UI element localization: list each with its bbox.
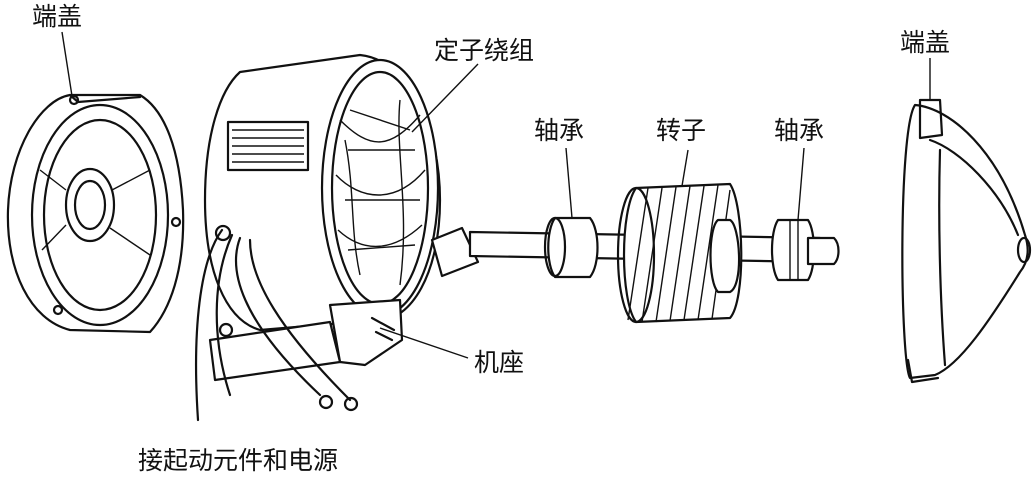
left-end-cover — [6, 93, 185, 334]
leader-stator-winding — [411, 63, 479, 133]
label-end-cover-right: 端盖 — [900, 28, 951, 57]
leader-bearing-left — [565, 147, 573, 219]
label-end-cover-left: 端盖 — [32, 2, 83, 31]
label-rotor: 转子 — [656, 116, 707, 145]
label-bearing-right: 轴承 — [774, 116, 825, 145]
leader-frame — [379, 327, 469, 359]
label-bearing-left: 轴承 — [534, 116, 585, 145]
leader-left-end-cover — [61, 31, 73, 97]
label-stator-winding: 定子绕组 — [434, 36, 535, 65]
bearing-right-part — [770, 218, 840, 282]
leader-bearing-right — [797, 147, 805, 221]
stator-frame — [194, 53, 480, 422]
label-frame: 机座 — [474, 348, 525, 377]
right-end-cover — [901, 98, 1032, 384]
bearing-left-part — [543, 216, 599, 279]
rotor-part — [616, 182, 743, 324]
label-leads: 接起动元件和电源 — [138, 446, 339, 475]
leader-rotor — [681, 149, 689, 187]
